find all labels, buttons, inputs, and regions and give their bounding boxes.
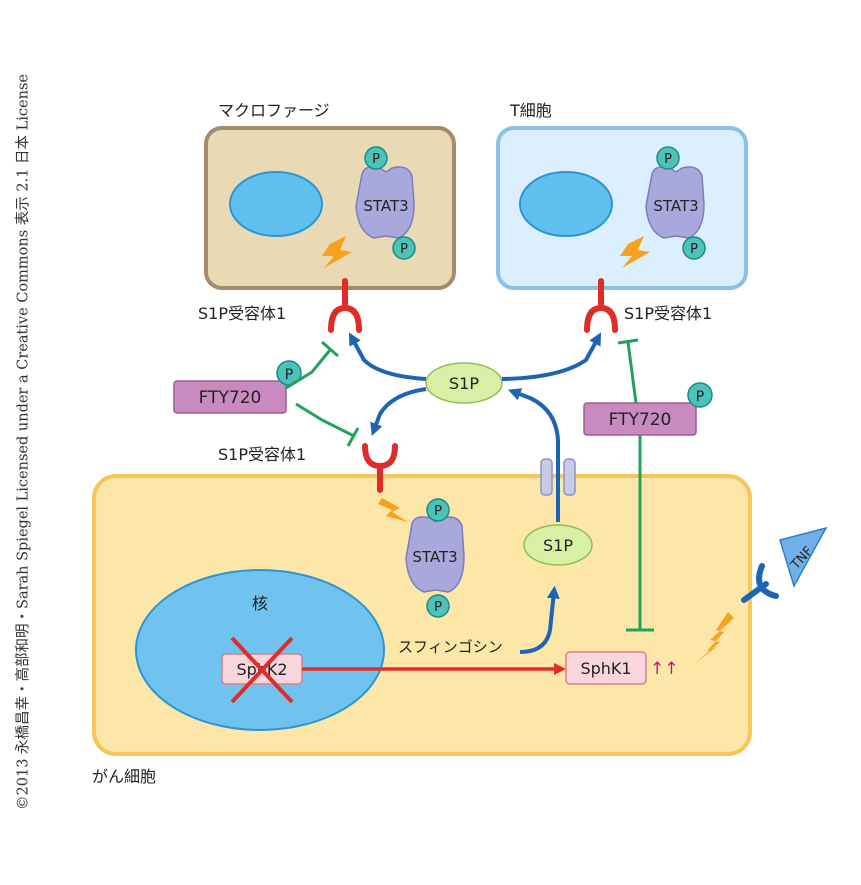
fty720-left-inhibit-cancer xyxy=(295,402,360,447)
nucleus-label: 核 xyxy=(252,594,268,613)
stat3-label: STAT3 xyxy=(412,548,457,566)
phospho-label: P xyxy=(434,504,442,519)
tnf-ligand: TNF xyxy=(779,526,828,588)
s1p-inside xyxy=(523,524,593,566)
stat3-label: STAT3 xyxy=(363,197,408,215)
phospho-label: P xyxy=(434,600,442,615)
sphk1-box xyxy=(565,651,647,685)
fty720-left-label: FTY720 xyxy=(199,388,262,408)
phospho-label: P xyxy=(400,242,408,257)
phospho-label: P xyxy=(285,367,293,383)
stat3-t-cell: STAT3 P P xyxy=(645,146,706,260)
stat3-macrophage: STAT3 P P xyxy=(355,146,416,260)
phospho-label: P xyxy=(696,389,704,405)
s1p-transporter xyxy=(540,458,576,496)
cancer-nucleus xyxy=(135,569,385,731)
s1p-inside-label: S1P xyxy=(543,536,573,555)
signal-bolt-icon xyxy=(378,498,408,522)
t-cell-nucleus xyxy=(519,171,613,237)
macrophage-nucleus xyxy=(229,171,323,237)
sphingosine-label: スフィンゴシン xyxy=(398,638,503,656)
phospho-badge xyxy=(426,594,450,618)
s1p-to-macrophage-receptor-arrow xyxy=(348,332,427,381)
sphingosine-to-s1p-arrow xyxy=(519,585,560,654)
receptor-cancer-cell xyxy=(362,443,398,493)
tnf-receptor xyxy=(741,563,779,603)
fty720-left-inhibit-macrophage xyxy=(285,340,339,390)
sphk1-label: SphK1 xyxy=(580,659,631,678)
knockout-cross-icon xyxy=(230,636,294,704)
receptor-label-macrophage: S1P受容体1 xyxy=(198,304,286,323)
cancer-cell-title: がん細胞 xyxy=(92,767,156,786)
copyright-credit: ©2013 永橋昌幸・高部和明・Sarah Spiegel Licensed u… xyxy=(15,74,32,810)
signal-bolt-icon xyxy=(322,236,352,268)
phospho-badge xyxy=(392,236,416,260)
phospho-label: P xyxy=(372,152,380,167)
macrophage-cell: マクロファージ xyxy=(204,101,456,290)
s1p-outside xyxy=(425,362,503,404)
fty720-right-inhibit-tcell xyxy=(617,338,639,404)
receptor-macrophage xyxy=(328,278,362,333)
stat3-cancer-cell: STAT3 P P xyxy=(405,498,465,618)
macrophage-title: マクロファージ xyxy=(218,101,330,120)
phospho-label: P xyxy=(664,152,672,167)
receptor-label-t-cell: S1P受容体1 xyxy=(624,304,712,323)
fty720-right-inhibit-sphk1 xyxy=(626,435,654,632)
stat3-label: STAT3 xyxy=(653,197,698,215)
s1p-outside-label: S1P xyxy=(449,374,479,393)
phospho-badge xyxy=(656,146,680,170)
phospho-badge xyxy=(426,498,450,522)
receptor-label-cancer: S1P受容体1 xyxy=(218,445,306,464)
s1p-export-arrow xyxy=(508,388,560,522)
s1p-to-cancer-receptor-arrow xyxy=(370,387,427,436)
t-cell: T細胞 xyxy=(496,101,748,290)
s1p-to-tcell-receptor-arrow xyxy=(501,332,602,381)
upregulation-arrows: ↑↑ xyxy=(650,659,679,679)
signal-bolt-icon xyxy=(620,236,650,268)
t-cell-title: T細胞 xyxy=(509,101,552,120)
fty720-left xyxy=(173,380,287,414)
phospho-badge xyxy=(687,382,713,408)
receptor-t-cell xyxy=(584,278,618,333)
phospho-label: P xyxy=(690,242,698,257)
fty720-right-label: FTY720 xyxy=(609,410,672,430)
phospho-badge xyxy=(682,236,706,260)
phospho-badge xyxy=(364,146,388,170)
signal-bolt-icon xyxy=(694,612,734,664)
